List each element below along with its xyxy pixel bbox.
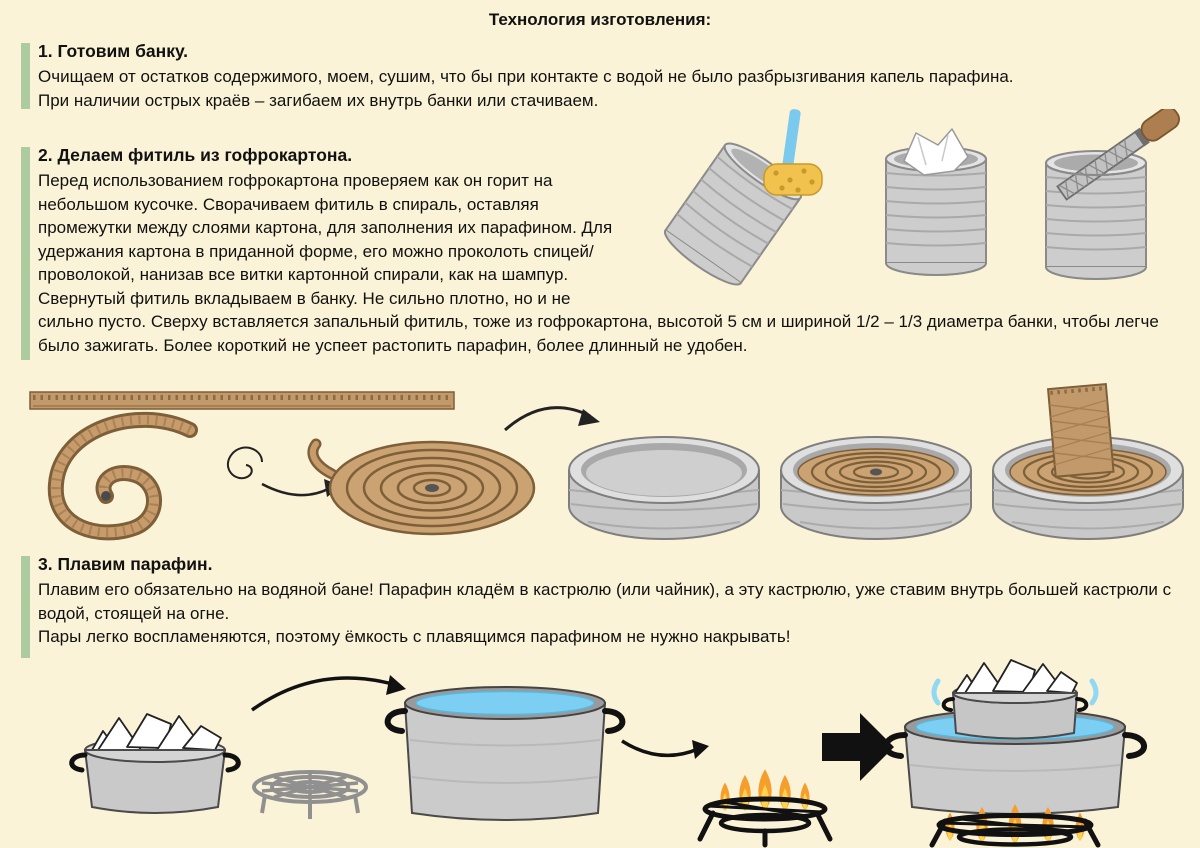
- wire-trivet-icon: [252, 770, 368, 819]
- tilted-can-washing-icon: [664, 109, 823, 286]
- can-preparation-illustration: [638, 109, 1186, 287]
- section2-heading: 2. Делаем фитиль из гофрокартона.: [38, 145, 353, 165]
- water-stream-icon: [782, 109, 801, 170]
- napkin-icon: [903, 128, 969, 176]
- can-prep-steps-drawing: [664, 109, 1180, 286]
- section1-heading: 1. Готовим банку.: [38, 41, 189, 61]
- burner-under-pot-icon: [929, 804, 1101, 848]
- section1-paragraph-2: При наличии острых краёв – загибаем их в…: [38, 90, 599, 110]
- coil-inside-can-icon: [780, 436, 972, 540]
- pot-with-paraffin-icon: [69, 713, 241, 814]
- loose-cardboard-spiral-icon: [47, 411, 198, 541]
- coil-in-can-with-ignition-wick-icon: [992, 382, 1184, 540]
- section3-accent-bar: [21, 556, 30, 658]
- section3-heading: 3. Плавим парафин.: [38, 554, 213, 574]
- sponge-icon: [763, 163, 823, 196]
- water-splash-icon: [931, 678, 941, 706]
- ignition-wick-tab-icon: [1046, 382, 1115, 478]
- arrow-pot-to-water-icon: [250, 675, 406, 712]
- section1-paragraph-1: Очищаем от остатков содержимого, моем, с…: [38, 67, 1014, 86]
- arrow-to-can-icon: [504, 406, 600, 432]
- wick-steps-drawing: [29, 382, 1184, 541]
- section-make-wick: 2. Делаем фитиль из гофрокартона. Перед …: [38, 109, 1186, 357]
- melting-steps-illustration: [0, 655, 1200, 848]
- big-black-arrow-icon: [822, 713, 894, 781]
- can-filing-edges-icon: [1045, 109, 1180, 280]
- inner-pot-icon: [941, 659, 1089, 740]
- cardboard-strip-icon: [29, 391, 455, 410]
- page-title: Технология изготовления:: [488, 10, 712, 29]
- section-melt-paraffin: 3. Плавим парафин. Плавим его обязательн…: [38, 554, 1186, 649]
- pot-with-water-icon: [384, 686, 626, 821]
- can-drying-napkin-icon: [885, 128, 987, 276]
- section1-accent-bar: [21, 43, 30, 109]
- section3-paragraph-2: Пары легко воспламеняются, поэтому ёмкос…: [38, 627, 791, 646]
- gas-burner-with-flame-icon: [697, 769, 833, 848]
- water-splash-icon: [1089, 678, 1099, 706]
- water-surface-icon: [415, 690, 595, 716]
- section3-paragraph-1: Плавим его обязательно на водяной бане! …: [38, 580, 1172, 623]
- rolled-cardboard-coil-icon: [307, 438, 536, 536]
- section2-accent-bar: [21, 147, 30, 360]
- empty-can-top-view-icon: [568, 436, 760, 540]
- melting-steps-drawing: [69, 659, 1147, 848]
- arrow-water-to-burner-icon: [621, 739, 709, 759]
- paraffin-chunks-icon: [91, 713, 222, 751]
- section2-paragraph: Перед использованием гофрокартона провер…: [38, 171, 1159, 355]
- section-prepare-can: 1. Готовим банку. Очищаем от остатков со…: [38, 41, 1186, 112]
- wick-steps-illustration: [0, 378, 1200, 550]
- water-bath-on-burner-icon: [883, 659, 1147, 848]
